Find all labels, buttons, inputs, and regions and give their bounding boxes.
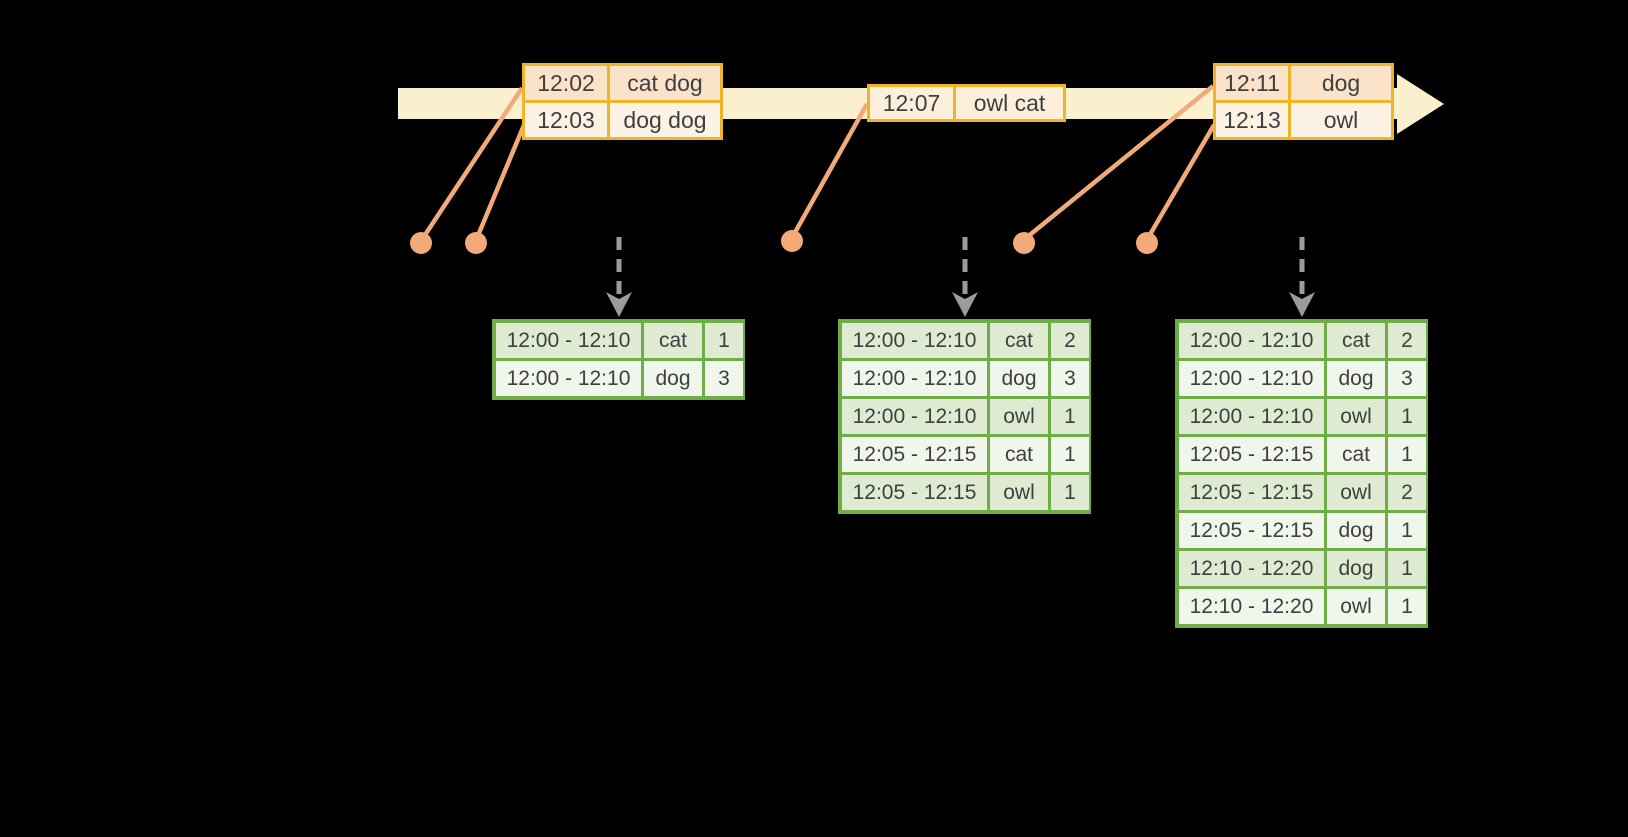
window-cell: 12:05 - 12:15: [1179, 437, 1324, 472]
window-cell: 12:00 - 12:10: [842, 399, 987, 434]
event-dot-icon: [465, 232, 487, 254]
trigger-arrow-icon: [606, 237, 632, 317]
window-cell: 12:00 - 12:10: [496, 323, 641, 358]
timeline-arrowhead: [1397, 74, 1444, 134]
event-connector-line: [1146, 123, 1216, 240]
event-dot-icon: [1136, 232, 1158, 254]
count-cell: 1: [1388, 589, 1426, 624]
count-cell: 1: [1051, 399, 1089, 434]
event-words-cell: owl: [1291, 103, 1391, 137]
word-cell: owl: [990, 399, 1048, 434]
window-cell: 12:00 - 12:10: [1179, 399, 1324, 434]
word-cell: dog: [990, 361, 1048, 396]
word-cell: cat: [990, 437, 1048, 472]
count-cell: 3: [705, 361, 743, 396]
event-words-cell: cat dog: [610, 66, 720, 100]
event-connector-line: [474, 124, 527, 239]
count-cell: 2: [1051, 323, 1089, 358]
count-cell: 1: [705, 323, 743, 358]
window-cell: 12:00 - 12:10: [1179, 323, 1324, 358]
word-cell: owl: [1327, 399, 1385, 434]
window-cell: 12:00 - 12:10: [842, 323, 987, 358]
count-cell: 3: [1388, 361, 1426, 396]
event-dots: [410, 230, 1158, 254]
window-cell: 12:05 - 12:15: [1179, 513, 1324, 548]
event-words-cell: owl cat: [956, 87, 1063, 119]
event-time-cell: 12:03: [525, 103, 607, 137]
count-cell: 1: [1388, 437, 1426, 472]
window-cell: 12:05 - 12:15: [842, 437, 987, 472]
event-connector-line: [791, 102, 869, 238]
event-words-cell: dog dog: [610, 103, 720, 137]
event-time-cell: 12:13: [1216, 103, 1288, 137]
window-cell: 12:00 - 12:10: [496, 361, 641, 396]
count-cell: 2: [1388, 475, 1426, 510]
event-connector-line: [1024, 84, 1215, 240]
trigger-arrowhead: [952, 292, 978, 317]
word-cell: owl: [1327, 589, 1385, 624]
event-words-cell: dog: [1291, 66, 1391, 100]
window-cell: 12:00 - 12:10: [842, 361, 987, 396]
trigger-arrow-icon: [952, 237, 978, 317]
word-cell: cat: [1327, 437, 1385, 472]
word-cell: cat: [990, 323, 1048, 358]
event-connectors: [421, 84, 1216, 240]
window-cell: 12:10 - 12:20: [1179, 589, 1324, 624]
count-cell: 1: [1388, 513, 1426, 548]
event-dot-icon: [781, 230, 803, 252]
trigger-arrow-icon: [1289, 237, 1315, 317]
trigger-arrowhead: [1289, 292, 1315, 317]
word-cell: owl: [1327, 475, 1385, 510]
count-cell: 1: [1388, 399, 1426, 434]
window-cell: 12:00 - 12:10: [1179, 361, 1324, 396]
count-cell: 1: [1051, 437, 1089, 472]
word-cell: dog: [1327, 551, 1385, 586]
window-cell: 12:05 - 12:15: [842, 475, 987, 510]
window-cell: 12:05 - 12:15: [1179, 475, 1324, 510]
trigger-arrows: [606, 237, 1315, 317]
word-cell: cat: [1327, 323, 1385, 358]
word-cell: dog: [1327, 361, 1385, 396]
trigger-arrowhead: [606, 292, 632, 317]
word-cell: owl: [990, 475, 1048, 510]
count-cell: 1: [1051, 475, 1089, 510]
count-cell: 3: [1051, 361, 1089, 396]
event-time-cell: 12:02: [525, 66, 607, 100]
event-dot-icon: [410, 232, 432, 254]
event-time-cell: 12:11: [1216, 66, 1288, 100]
window-cell: 12:10 - 12:20: [1179, 551, 1324, 586]
count-cell: 2: [1388, 323, 1426, 358]
count-cell: 1: [1388, 551, 1426, 586]
event-dot-icon: [1013, 232, 1035, 254]
event-time-cell: 12:07: [870, 87, 953, 119]
word-cell: cat: [644, 323, 702, 358]
word-cell: dog: [1327, 513, 1385, 548]
event-connector-line: [421, 86, 524, 240]
word-cell: dog: [644, 361, 702, 396]
